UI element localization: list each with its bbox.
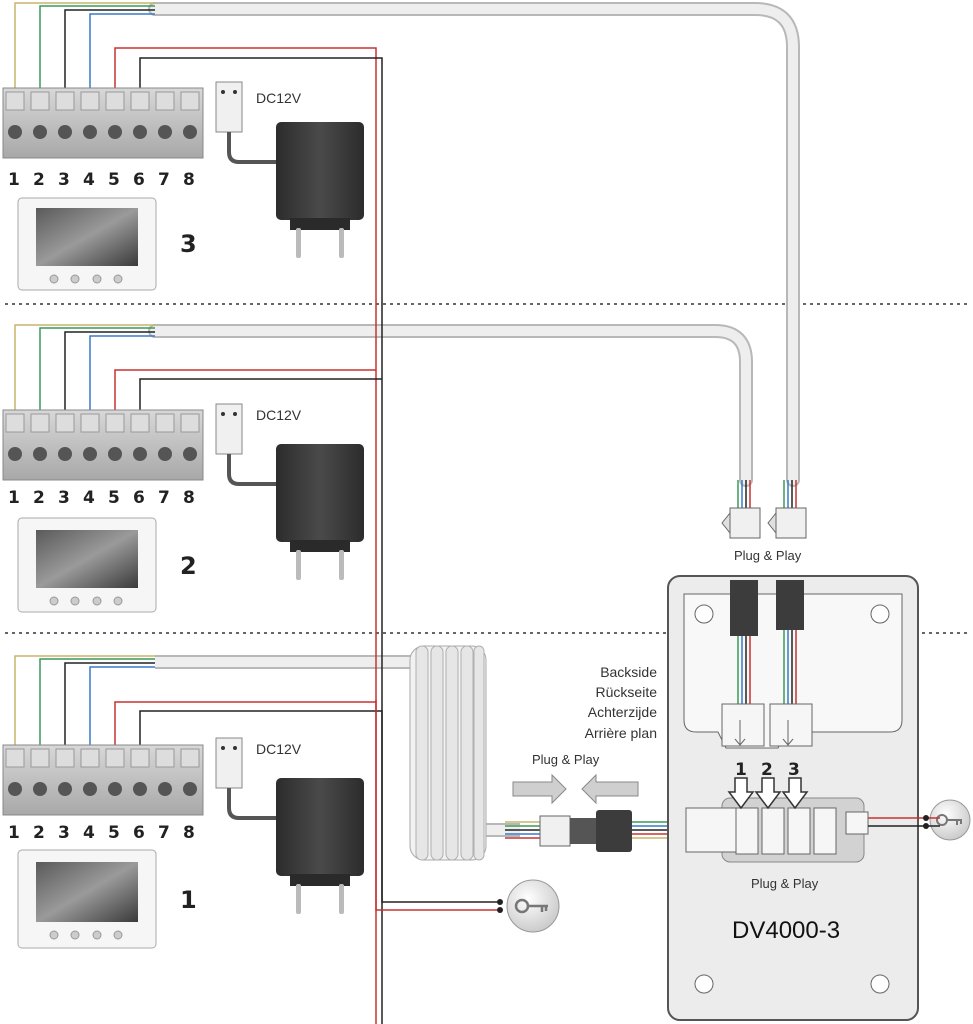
monitor-number: 1 xyxy=(180,886,197,914)
terminal-number: 6 xyxy=(133,488,145,508)
plug-play-label: Plug & Play xyxy=(532,752,600,767)
terminal-block xyxy=(2,87,204,159)
backside-label: Achterzijde xyxy=(588,704,657,720)
terminal-block xyxy=(2,409,204,481)
monitor-unit-3: 1 2 3 4 5 6 7 8 3 DC12V xyxy=(2,81,364,291)
cable-connectors-top xyxy=(721,480,807,539)
power-adapter xyxy=(276,122,364,258)
monitor-number: 2 xyxy=(180,552,197,580)
cable-plug-monitor-1 xyxy=(505,810,690,852)
monitor-number: 3 xyxy=(180,230,197,258)
power-label: DC12V xyxy=(256,407,302,423)
terminal-number: 7 xyxy=(158,488,170,508)
wires-monitor-1 xyxy=(14,655,382,745)
port-numbers: 1 2 3 xyxy=(735,760,800,780)
terminal-number: 4 xyxy=(83,488,95,508)
terminal-number: 5 xyxy=(108,488,120,508)
terminal-block xyxy=(2,744,204,816)
terminal-numbers: 1 2 3 4 5 6 7 8 xyxy=(8,823,195,843)
power-connector xyxy=(215,403,276,486)
cable-monitor-2 xyxy=(148,324,753,487)
terminal-number: 5 xyxy=(108,170,120,190)
terminal-number: 4 xyxy=(83,823,95,843)
monitor-device xyxy=(17,517,157,613)
power-connector xyxy=(215,81,276,164)
port-number: 1 xyxy=(735,760,747,780)
backside-label: Rückseite xyxy=(596,684,658,700)
power-adapter xyxy=(276,444,364,580)
arrow-down-icon xyxy=(727,777,809,810)
monitor-device xyxy=(17,849,157,949)
power-label: DC12V xyxy=(256,90,302,106)
terminal-number: 1 xyxy=(8,488,20,508)
key-icon xyxy=(506,879,560,933)
monitor-unit-2: 1 2 3 4 5 6 7 8 2 DC12V xyxy=(2,403,364,613)
terminal-number: 8 xyxy=(183,170,195,190)
terminal-number: 8 xyxy=(183,488,195,508)
cable-coil xyxy=(409,645,487,861)
backside-labels: Backside Rückseite Achterzijde Arrière p… xyxy=(585,664,658,741)
wires-monitor-3 xyxy=(14,2,383,1024)
terminal-number: 3 xyxy=(58,823,70,843)
monitor-unit-1: 1 2 3 4 5 6 7 8 1 DC12V xyxy=(2,737,364,949)
model-label: DV4000-3 xyxy=(732,917,840,944)
terminal-number: 6 xyxy=(133,170,145,190)
terminal-number: 7 xyxy=(158,823,170,843)
power-label: DC12V xyxy=(256,741,302,757)
monitor-device xyxy=(17,197,157,291)
outdoor-panel xyxy=(667,575,940,1021)
terminal-number: 2 xyxy=(33,170,45,190)
terminal-number: 5 xyxy=(108,823,120,843)
cable-monitor-3 xyxy=(148,2,800,487)
power-connector xyxy=(215,737,276,820)
terminal-number: 6 xyxy=(133,823,145,843)
port-number: 3 xyxy=(788,760,800,780)
terminal-number: 2 xyxy=(33,823,45,843)
backside-label: Backside xyxy=(600,664,657,680)
terminal-number: 1 xyxy=(8,823,20,843)
key-icon xyxy=(929,799,971,841)
terminal-number: 2 xyxy=(33,488,45,508)
door-release-wires xyxy=(375,700,503,913)
plug-play-label: Plug & Play xyxy=(751,876,819,891)
terminal-numbers: 1 2 3 4 5 6 7 8 xyxy=(8,488,195,508)
terminal-number: 8 xyxy=(183,823,195,843)
arrow-right-icon xyxy=(512,773,567,805)
terminal-number: 3 xyxy=(58,488,70,508)
terminal-number: 7 xyxy=(158,170,170,190)
backside-label: Arrière plan xyxy=(585,725,657,741)
port-number: 2 xyxy=(761,760,773,780)
terminal-number: 4 xyxy=(83,170,95,190)
terminal-number: 3 xyxy=(58,170,70,190)
terminal-numbers: 1 2 3 4 5 6 7 8 xyxy=(8,170,195,190)
arrow-left-icon xyxy=(581,773,639,805)
plug-play-label: Plug & Play xyxy=(734,548,802,563)
wires-monitor-2 xyxy=(14,324,382,410)
terminal-number: 1 xyxy=(8,170,20,190)
power-adapter xyxy=(276,778,364,914)
